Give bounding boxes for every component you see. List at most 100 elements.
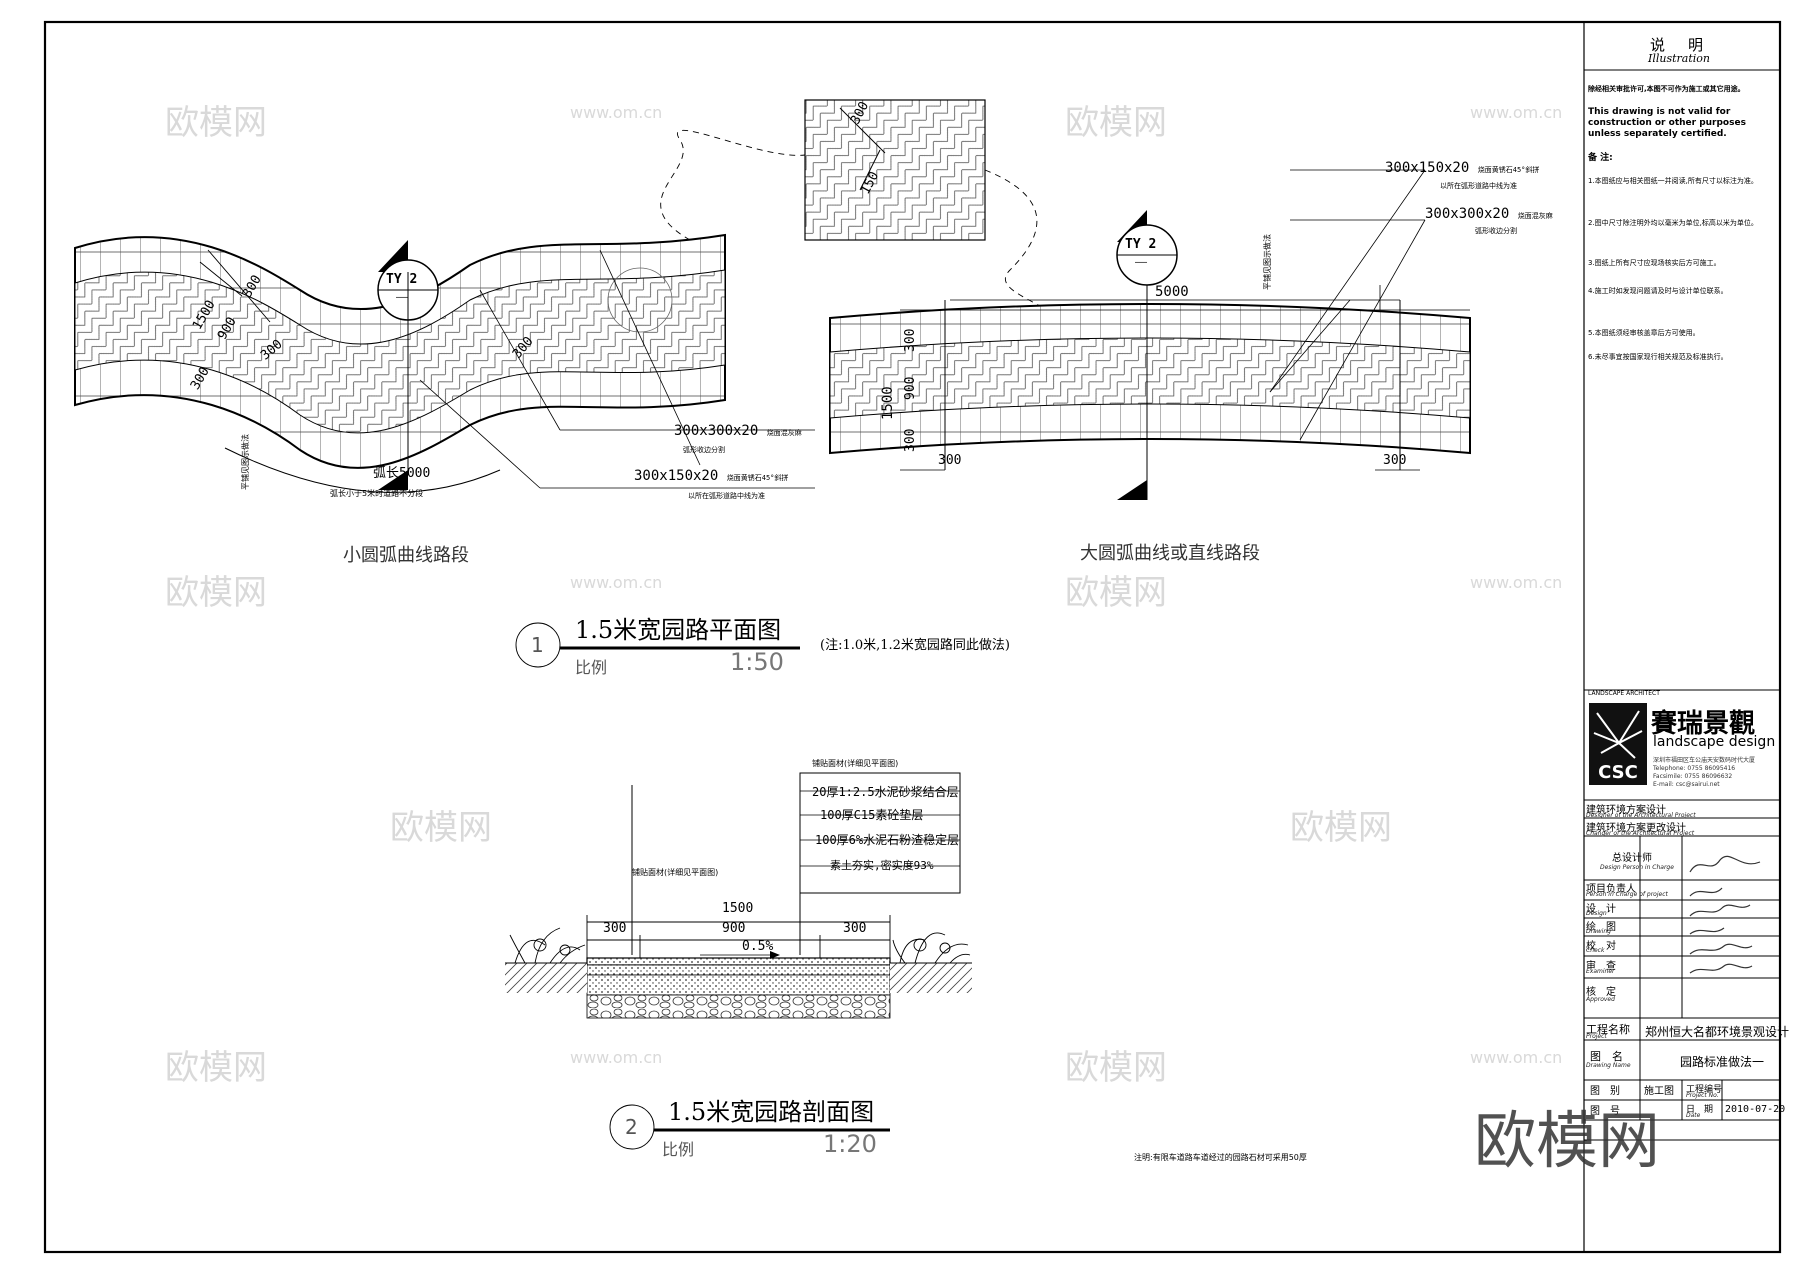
- plan-scale: 1:50: [730, 648, 784, 676]
- tb-drawing: 园路标准做法一: [1680, 1055, 1765, 1069]
- left-side-note: 弧长小于5米时道路不分段: [330, 489, 424, 498]
- plan-title-mark: [515, 622, 800, 668]
- tb-project: 郑州恒大名都环境景观设计: [1645, 1025, 1790, 1039]
- section-title-mark: [609, 1104, 890, 1150]
- pattern-detail-box: [804, 99, 986, 241]
- right-tag-300x300: 300x300x20 烧面混灰麻: [1425, 206, 1553, 222]
- left-tag-300x300: 300x300x20 烧面混灰麻: [674, 423, 802, 439]
- section-mark-left-sub: ——: [396, 292, 409, 303]
- right-tag-300x150-desc: 以所在弧形道路中线为准: [1440, 182, 1517, 190]
- tb-row-label-en: Check: [1586, 947, 1605, 954]
- tb-warning-en: This drawing is not valid for constructi…: [1588, 107, 1746, 139]
- tb-header-en: Illustration: [1648, 52, 1710, 65]
- watermark-large: 欧模网: [1474, 1104, 1661, 1177]
- tb-notes-header: 备 注:: [1588, 153, 1613, 163]
- plan-note: (注:1.0米,1.2米宽园路同此做法): [820, 638, 1011, 653]
- tb-row-label: 总设计师: [1612, 853, 1652, 864]
- section-number: 2: [625, 1115, 638, 1139]
- section-layer-1: 20厚1:2.5水泥砂浆结合层: [812, 785, 959, 799]
- tb-cat-val: 施工图: [1644, 1086, 1674, 1097]
- tb-row-label-en: Changer of the Architectural Project: [1586, 830, 1695, 837]
- tb-header-cn: 说 明: [1650, 36, 1708, 54]
- tb-row-label: 绘 图: [1586, 922, 1616, 933]
- section-slope: 0.5%: [742, 939, 774, 954]
- tb-note-1: 1.本图纸应与相关图纸一并阅读,所有尺寸以标注为准。: [1588, 177, 1758, 185]
- plan-scale-label: 比例: [575, 658, 608, 677]
- section-dim-300-left: 300: [603, 921, 627, 936]
- section-title: 1.5米宽园路剖面图: [668, 1098, 875, 1126]
- plan-right-straight-path: [829, 169, 1471, 471]
- tb-note-3: 3.图纸上所有尺寸应现场核实后方可施工。: [1588, 259, 1721, 267]
- section-left-note: 铺贴面材(详细见平面图): [632, 868, 719, 877]
- tb-note-2: 2.图中尺寸除注明外均以毫米为单位,标高以米为单位。: [1588, 219, 1758, 227]
- right-tag-300x150: 300x150x20 烧面黄锈石45°斜拼: [1385, 160, 1540, 176]
- section-footnote: 注明:有限车道路车道经过的园路石材可采用50厚: [1134, 1153, 1307, 1162]
- tb-row-label-en: Designer of the Architectural Project: [1586, 812, 1696, 819]
- right-dim-1500: 1500: [880, 386, 896, 420]
- tb-warning-cn: 除经相关审批许可,本图不可作为施工或其它用途。: [1588, 85, 1745, 93]
- left-dim-arc-length: 弧长5000: [373, 466, 431, 481]
- tb-project-label: 工程名称: [1586, 1023, 1630, 1036]
- section-mark-left-code: TY 2: [386, 272, 418, 287]
- tb-row-label: 审 查: [1586, 961, 1616, 972]
- left-tag-300x150-desc: 以所在弧形道路中线为准: [688, 492, 765, 500]
- plan-number: 1: [531, 633, 544, 657]
- tb-row-label-en: Drawing: [1586, 928, 1611, 935]
- firm-logo-icon: CSC: [1589, 703, 1647, 785]
- tb-row-label: 项目负责人: [1586, 884, 1636, 895]
- section-mark-left: [377, 240, 439, 490]
- plan-left-curved-path: [74, 233, 815, 493]
- tb-row-label-en: Design Person in Charge: [1600, 864, 1674, 871]
- right-edge-note: 平铺见图示做法: [1263, 234, 1272, 290]
- tb-no-label-en: Project No.: [1686, 1092, 1719, 1099]
- tb-row-label: 校 对: [1586, 941, 1616, 952]
- tb-row-label-en: Approved: [1586, 996, 1615, 1003]
- tb-row-label-en: Design: [1586, 910, 1607, 917]
- right-dim-5000: 5000: [1155, 284, 1189, 300]
- section-dim-1500: 1500: [722, 901, 754, 916]
- right-dim-300-a: 300: [903, 328, 918, 352]
- tb-no-label: 工程编号: [1686, 1085, 1723, 1095]
- left-caption: 小圆弧曲线路段: [343, 545, 469, 566]
- right-dim-300-c: 300: [938, 453, 962, 468]
- right-dim-300-b: 300: [903, 428, 918, 452]
- tb-row-label: 建筑环境方案更改设计: [1586, 823, 1686, 834]
- tb-date-label: 日 期: [1686, 1105, 1714, 1115]
- tb-date: 2010-07-20: [1725, 1104, 1786, 1115]
- section-mark-right-sub: ——: [1135, 257, 1148, 268]
- section-mark-right-code: TY 2: [1125, 237, 1157, 252]
- tb-sheet-label: 图 号: [1590, 1106, 1620, 1117]
- tb-drawing-label-en: Drawing Name: [1586, 1062, 1631, 1069]
- section-layer-3: 100厚6%水泥石粉渣稳定层: [815, 833, 960, 847]
- section-dim-900: 900: [722, 921, 746, 936]
- tb-note-5: 5.本图纸须经审核盖章后方可使用。: [1588, 329, 1700, 337]
- section-drawing: [505, 772, 972, 1019]
- tb-firm-cn: 賽瑞景觀: [1651, 709, 1756, 739]
- plan-title: 1.5米宽园路平面图: [575, 616, 782, 644]
- tb-firm-tag: LANDSCAPE ARCHITECT: [1588, 690, 1660, 697]
- right-dim-900: 900: [903, 376, 918, 400]
- signature-strokes: [1689, 855, 1761, 974]
- tb-row-label-en: Person in Charge of project: [1586, 891, 1668, 898]
- section-scale-label: 比例: [662, 1140, 695, 1159]
- section-scale: 1:20: [823, 1130, 877, 1158]
- section-layer-2: 100厚C15素砼垫层: [820, 808, 924, 822]
- tb-row-label: 核 定: [1586, 987, 1616, 998]
- outer-frame: [43, 20, 1782, 1254]
- section-layers-header: 铺贴面材(详细见平面图): [812, 759, 899, 768]
- tb-date-label-en: Date: [1686, 1112, 1701, 1119]
- tb-row-label-en: Examiner: [1586, 968, 1615, 975]
- section-layer-4: 素土夯实,密实度93%: [830, 859, 934, 872]
- tb-firm-contact: 深圳市福田区车公庙天安数码时代大厦 Telephone: 0755 860954…: [1653, 757, 1756, 788]
- tb-cat-label: 图 别: [1590, 1086, 1620, 1097]
- planting-right-icon: [892, 932, 971, 964]
- tb-row-label: 建筑环境方案设计: [1586, 805, 1666, 816]
- firm-logo-text: CSC: [1598, 762, 1638, 783]
- title-block-grid: [1584, 69, 1780, 1253]
- right-tag-300x300-desc: 弧形收边分割: [1475, 227, 1517, 235]
- left-tag-300x150: 300x150x20 烧面黄锈石45°斜拼: [634, 468, 789, 484]
- right-caption: 大圆弧曲线或直线路段: [1080, 543, 1260, 564]
- right-dim-300-d: 300: [1383, 453, 1407, 468]
